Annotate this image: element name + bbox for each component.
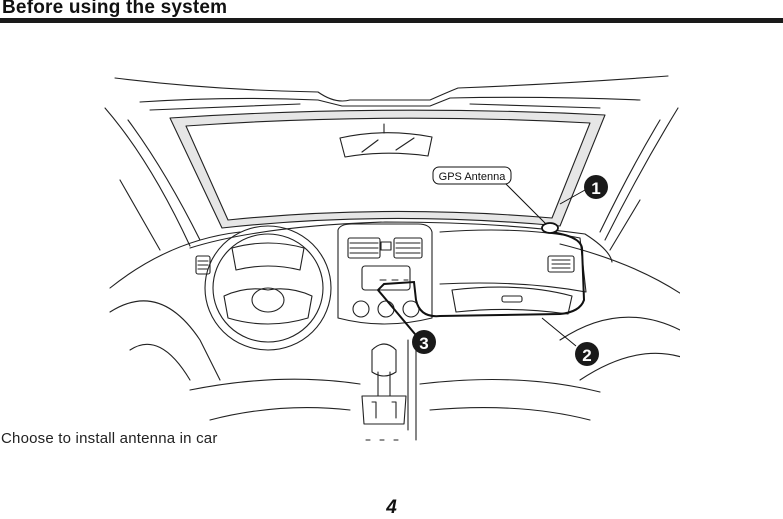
glove-box [451, 286, 573, 315]
car-interior-illustration: GPS Antenna 1 2 3 [104, 75, 680, 441]
svg-text:3: 3 [419, 334, 428, 353]
figure-caption: Choose to install antenna in car [1, 430, 218, 447]
dashboard [189, 221, 613, 263]
svg-text:1: 1 [591, 179, 600, 198]
antenna-cable [376, 231, 586, 341]
section-title: Before using the system [2, 0, 228, 18]
svg-text:2: 2 [582, 346, 591, 365]
gps-antenna [541, 222, 559, 234]
step-marker-1: 1 [559, 175, 608, 205]
center-console [337, 223, 433, 325]
step-marker-3: 3 [412, 330, 436, 354]
steering-wheel [204, 225, 332, 351]
header-divider [0, 18, 783, 23]
gear-shifter [361, 339, 417, 441]
step-marker-2: 2 [541, 317, 599, 366]
gps-antenna-callout [432, 166, 512, 185]
rearview-mirror [339, 132, 433, 158]
page-number: 4 [386, 497, 397, 518]
gps-antenna-label: GPS Antenna [439, 171, 507, 183]
roof-outline [114, 75, 669, 102]
